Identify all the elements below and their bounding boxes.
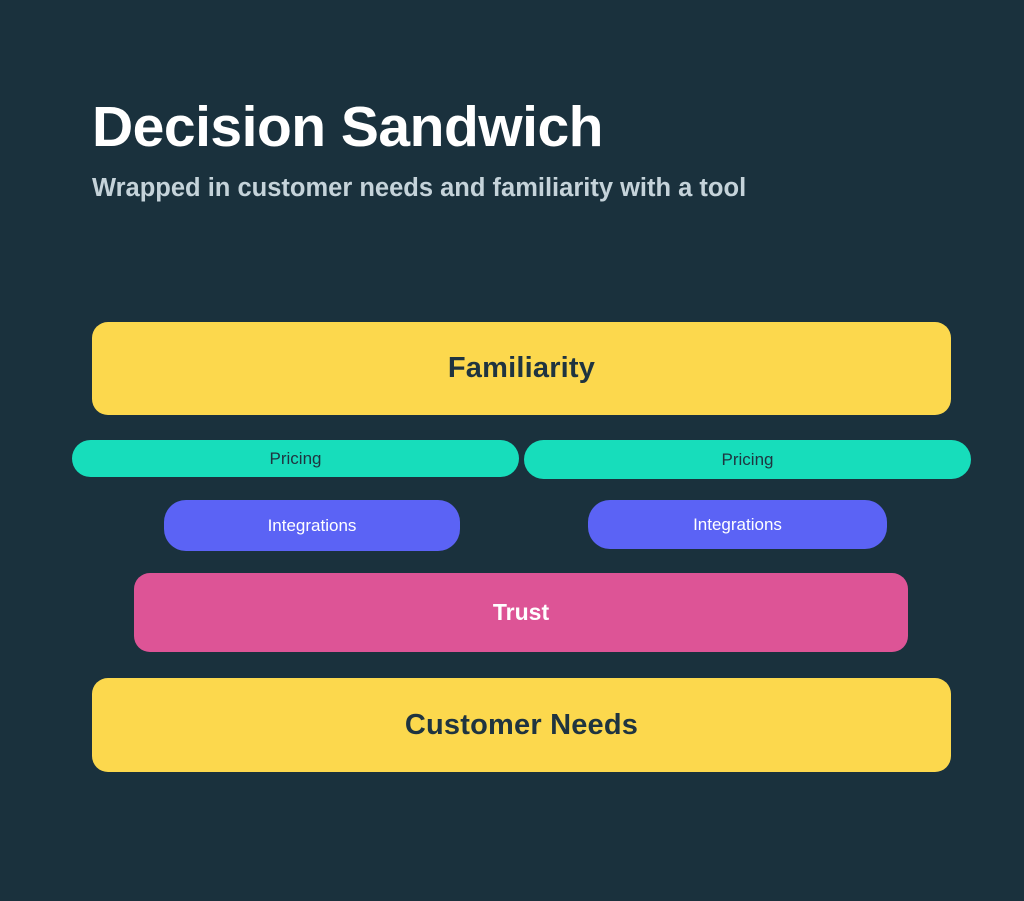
layer-integrations-right-label: Integrations: [693, 514, 782, 534]
layer-familiarity-label: Familiarity: [447, 352, 596, 384]
layer-pricing-left: Pricing: [72, 440, 519, 477]
page-subtitle: Wrapped in customer needs and familiarit…: [92, 173, 747, 202]
layer-pricing-right-label: Pricing: [721, 449, 774, 469]
layer-pricing-right: Pricing: [524, 440, 971, 479]
layer-integrations-left: Integrations: [164, 500, 460, 551]
layer-familiarity: Familiarity: [92, 322, 951, 415]
layer-integrations-left-label: Integrations: [267, 515, 357, 535]
header: Decision Sandwich Wrapped in customer ne…: [92, 95, 952, 203]
layer-customer-needs-label: Customer Needs: [404, 708, 639, 741]
page-title: Decision Sandwich: [92, 95, 603, 159]
layer-pricing-left-label: Pricing: [269, 448, 322, 468]
layer-trust: Trust: [134, 573, 908, 652]
layer-trust-label: Trust: [492, 599, 550, 625]
layer-customer-needs: Customer Needs: [92, 678, 951, 772]
layer-integrations-right: Integrations: [588, 500, 887, 549]
